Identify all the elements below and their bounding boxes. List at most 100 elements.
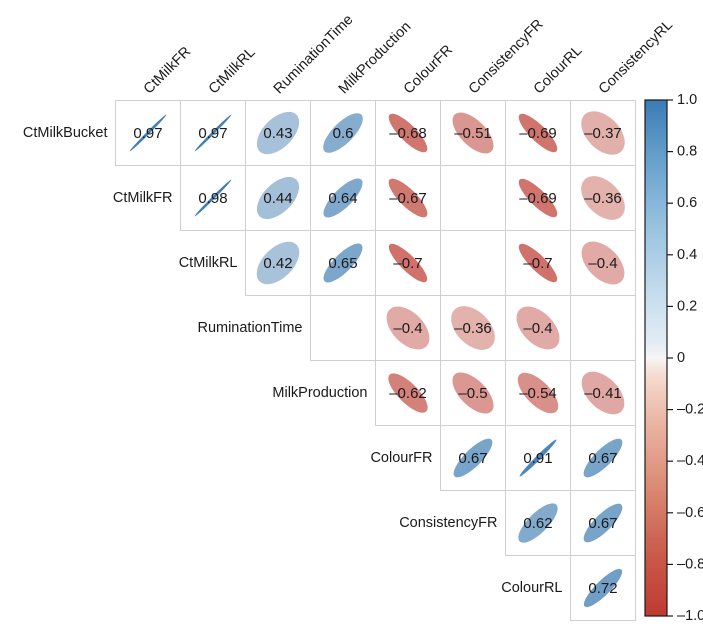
- colorbar-gradient: [645, 100, 667, 616]
- correlation-ellipse: [453, 438, 493, 478]
- matrix-cell: 0.98: [180, 165, 246, 231]
- cell-value-label: –0.37: [584, 125, 622, 142]
- correlation-ellipse: [323, 243, 363, 283]
- matrix-cell: 0.44: [245, 165, 311, 231]
- row-label-ruminationtime: RuminationTime: [197, 320, 302, 336]
- cell-value-label: –0.67: [389, 190, 427, 207]
- row-label-ctmilkfr: CtMilkFR: [113, 190, 173, 206]
- correlation-ellipse: [516, 306, 560, 350]
- colorbar-legend: 1.0 0.8 0.6 0.4 0.2 0 –0.2 –0.4 –0.6 –0.8 –1.0: [644, 92, 703, 624]
- cell-value-label: 0.65: [328, 255, 357, 272]
- cell-value-label: 0.91: [523, 450, 552, 467]
- cell-value-label: 0.6: [333, 125, 354, 142]
- cell-value-label: –0.41: [584, 385, 622, 402]
- cell-value-label: 0.64: [328, 190, 357, 207]
- correlation-ellipse: [583, 503, 623, 543]
- cell-value-label: 0.42: [263, 255, 292, 272]
- matrix-cell: 0.64: [310, 165, 376, 231]
- matrix-cell: –0.4: [570, 230, 636, 296]
- correlation-ellipse: [129, 114, 167, 152]
- correlation-ellipse: [194, 179, 232, 217]
- cell-value-label: 0.43: [263, 125, 292, 142]
- cell-value-label: 0.67: [588, 450, 617, 467]
- colorbar-tick-label: 0.4: [677, 247, 697, 263]
- correlation-ellipse: [256, 176, 300, 220]
- cell-value-label: 0.72: [588, 580, 617, 597]
- cell-value-label: –0.62: [389, 385, 427, 402]
- correlation-ellipse: [452, 112, 494, 154]
- cell-border: [570, 555, 636, 621]
- correlation-ellipse: [518, 113, 558, 153]
- correlation-ellipse: [256, 111, 300, 155]
- matrix-cell: 0.42: [245, 230, 311, 296]
- matrix-cell: –0.41: [570, 360, 636, 426]
- cell-value-label: –0.69: [519, 190, 557, 207]
- correlation-ellipse: [581, 111, 625, 155]
- cell-value-label: 0.44: [263, 190, 292, 207]
- correlation-ellipse: [452, 372, 494, 414]
- cell-value-label: –0.5: [458, 385, 487, 402]
- correlation-ellipse: [194, 114, 232, 152]
- correlation-ellipse: [256, 241, 300, 285]
- cell-value-label: 0.97: [198, 125, 227, 142]
- colorbar-tick-label: 0: [677, 350, 685, 366]
- colorbar-tick-label: –0.6: [677, 505, 703, 521]
- matrix-cell: –0.62: [375, 360, 441, 426]
- colorbar-tick-label: 1.0: [677, 92, 697, 108]
- matrix-cell: 0.72: [570, 555, 636, 621]
- row-label-ctmilkrl: CtMilkRL: [179, 255, 238, 271]
- colorbar-tick-label: 0.2: [677, 298, 697, 314]
- matrix-cell: –0.67: [375, 165, 441, 231]
- correlation-ellipse: [581, 371, 625, 415]
- cell-value-label: –0.68: [389, 125, 427, 142]
- correlation-ellipse: [388, 113, 428, 153]
- colorbar-tick-label: –1.0: [677, 608, 703, 624]
- cell-value-label: –0.54: [519, 385, 557, 402]
- correlation-ellipse: [386, 306, 430, 350]
- colorbar-tick-label: –0.2: [677, 402, 703, 418]
- cell-value-label: 0.62: [523, 515, 552, 532]
- correlation-ellipse: [388, 373, 428, 413]
- colorbar-tick-label: –0.4: [677, 453, 703, 469]
- cell-value-label: –0.4: [588, 255, 617, 272]
- correlation-ellipse: [518, 243, 558, 283]
- cell-value-label: 0.98: [198, 190, 227, 207]
- correlation-ellipse: [451, 306, 495, 350]
- correlation-ellipse: [583, 438, 623, 478]
- cell-value-label: –0.36: [454, 320, 492, 337]
- row-label-ctmilkbucket: CtMilkBucket: [23, 125, 108, 141]
- correlation-ellipse: [583, 568, 623, 608]
- correlation-ellipse: [323, 178, 363, 218]
- matrix-cell: 0.67: [570, 425, 636, 491]
- row-label-milkproduction: MilkProduction: [272, 385, 367, 401]
- colorbar-tick-label: 0.6: [677, 195, 697, 211]
- correlation-ellipse: [581, 176, 625, 220]
- row-label-consistencyfr: ConsistencyFR: [399, 515, 497, 531]
- cell-value-label: –0.4: [523, 320, 552, 337]
- colorbar-tick-label: –0.8: [677, 556, 703, 572]
- correlation-ellipse: [518, 503, 558, 543]
- colorbar-tick-label: 0.8: [677, 144, 697, 160]
- matrix-cell: –0.51: [440, 100, 506, 166]
- correlation-ellipse: [388, 178, 428, 218]
- matrix-cell: –0.36: [440, 295, 506, 361]
- correlation-ellipse: [323, 113, 363, 153]
- matrix-cell: –0.37: [570, 100, 636, 166]
- matrix-cell: 0.67: [440, 425, 506, 491]
- cell-value-label: 0.67: [458, 450, 487, 467]
- cell-value-label: –0.4: [393, 320, 422, 337]
- cell-value-label: –0.7: [523, 255, 552, 272]
- row-label-colourfr: ColourFR: [370, 450, 432, 466]
- cell-value-label: –0.7: [393, 255, 422, 272]
- matrix-cell: 0.62: [505, 490, 571, 556]
- cell-value-label: –0.36: [584, 190, 622, 207]
- matrix-cell: –0.36: [570, 165, 636, 231]
- cell-value-label: –0.51: [454, 125, 492, 142]
- cell-value-label: 0.67: [588, 515, 617, 532]
- correlation-ellipse: [518, 178, 558, 218]
- correlation-ellipse: [517, 372, 559, 414]
